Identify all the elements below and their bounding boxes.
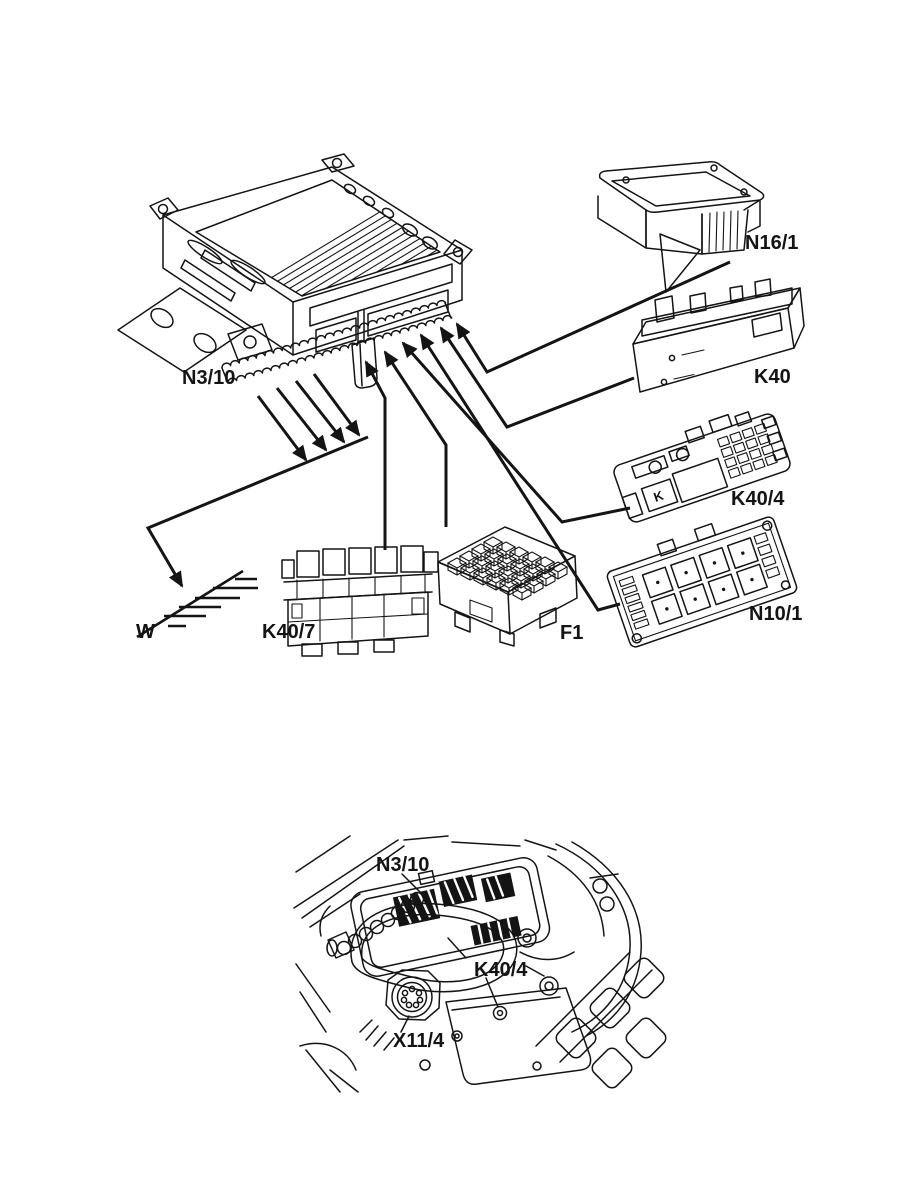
module-k40	[632, 278, 805, 393]
control-unit-n3-10	[117, 153, 473, 389]
label-f1: F1	[560, 622, 583, 644]
label-w: W	[136, 621, 155, 643]
label-n10-1: N10/1	[749, 603, 802, 625]
module-n10-1	[606, 516, 798, 648]
callout-x11-4: X11/4	[393, 1030, 445, 1052]
engine-bay-location-view: N3/10 K40/4 X11/4	[293, 835, 667, 1093]
connection-arrows	[364, 260, 731, 612]
label-k40-7: K40/7	[262, 621, 315, 643]
k40-part-number-marks	[673, 349, 705, 380]
ground-wires	[145, 373, 369, 588]
callout-k40-4: K40/4	[474, 959, 528, 981]
label-k40: K40	[754, 366, 791, 388]
ground-symbol	[136, 569, 258, 639]
label-k40-4: K40/4	[731, 488, 785, 510]
label-n3-10: N3/10	[182, 367, 235, 389]
callout-leaders	[400, 873, 499, 1033]
engine-bay-line-art	[293, 835, 667, 1093]
callout-n3-10: N3/10	[376, 854, 429, 876]
module-k40-4: K	[613, 411, 791, 523]
fuse-box-f1	[437, 526, 578, 647]
relay-block-k40-7	[281, 545, 439, 657]
module-n16-1	[597, 161, 765, 293]
label-n16-1: N16/1	[745, 232, 798, 254]
k40-4-plate-marking: K	[652, 487, 666, 504]
component-overview-diagram: K	[117, 153, 805, 657]
